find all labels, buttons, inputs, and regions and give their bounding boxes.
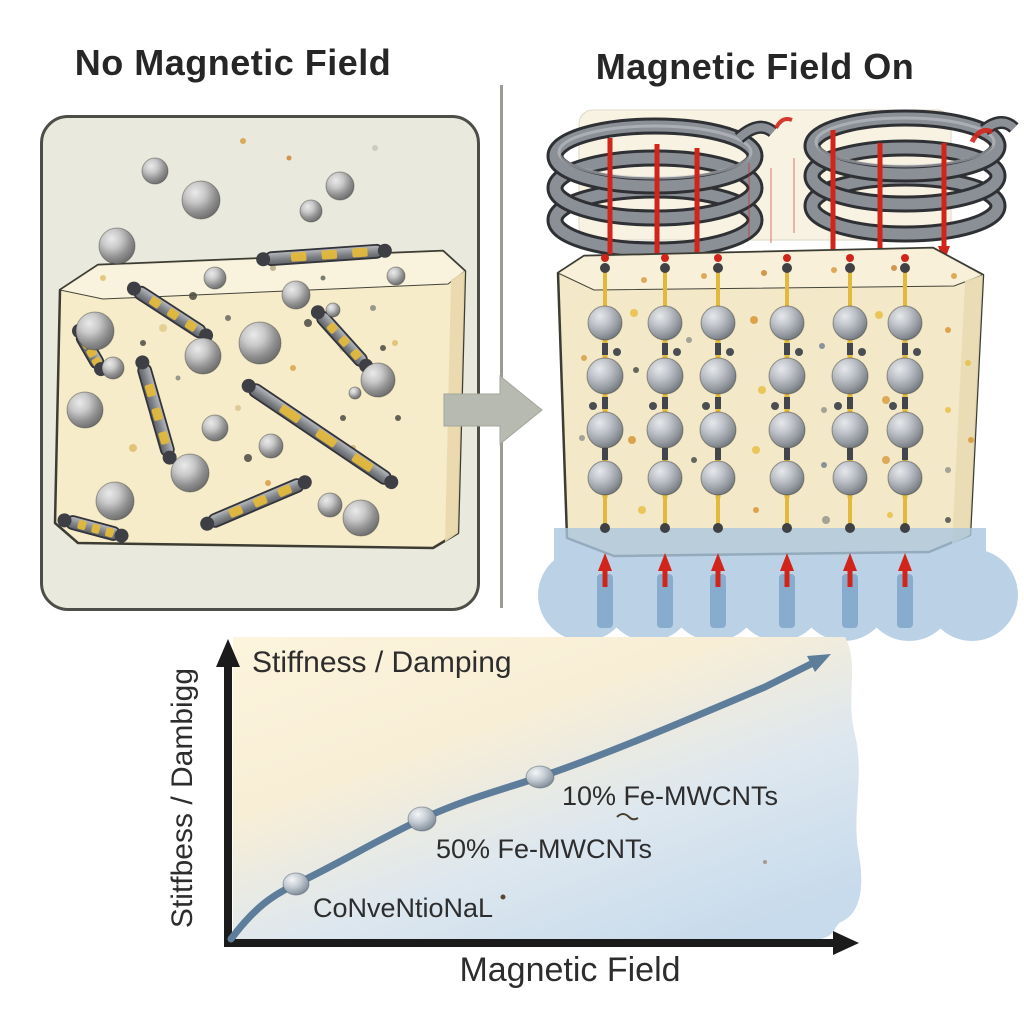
chart-x-axis-label: Magnetic Field (459, 951, 681, 989)
axes (216, 639, 859, 955)
point-label-conventional: CoNveNtioNaL (313, 893, 494, 923)
glow-streaks-layer (597, 574, 913, 628)
particle-chain (831, 254, 869, 533)
coil-icon (803, 109, 1019, 243)
field-arrows-up-layer (598, 553, 912, 587)
squiggle-mark (616, 813, 639, 821)
marker-50pct (407, 806, 437, 832)
particle-chains-layer (586, 254, 924, 533)
marker-10pct (525, 765, 555, 789)
stiffness-chart-plot (216, 637, 862, 955)
ink-marks (500, 813, 767, 900)
transition-arrow-icon (438, 370, 548, 450)
data-point-markers (282, 765, 555, 896)
right-panel-title: Magnetic Field On (595, 46, 915, 87)
panel-divider (500, 85, 503, 608)
iron-spheres-layer (66, 157, 406, 537)
particle-chain (768, 254, 806, 533)
left-panel-title: No Magnetic Field (74, 42, 392, 83)
red-scribble (774, 117, 793, 129)
cream-block (556, 246, 985, 558)
particle-chain (646, 254, 684, 533)
left-panel (40, 115, 480, 611)
particle-chain (699, 254, 737, 533)
curve-arrowhead (807, 654, 831, 672)
point-label-10pct: 10% Fe-MWCNTs (562, 781, 779, 811)
right-panel (524, 108, 1024, 642)
chart-y-axis-label: Stitfbess / Dambigg (166, 667, 199, 929)
red-scribble (969, 127, 994, 144)
ink-dot (763, 860, 767, 864)
ink-dot (500, 894, 506, 900)
point-label-50pct: 50% Fe-MWCNTs (436, 834, 653, 864)
chart-inner-title: Stiffness / Damping (252, 646, 512, 679)
x-axis-arrowhead (833, 931, 859, 955)
chart (165, 625, 865, 1021)
particle-chain (586, 254, 624, 533)
speckles-layer (579, 265, 974, 524)
marker-conventional (282, 872, 310, 896)
random-composite-illustration (53, 138, 467, 550)
particle-chain (886, 254, 924, 533)
y-axis-arrowhead (216, 639, 240, 667)
aligned-composite-illustration (538, 109, 1019, 641)
